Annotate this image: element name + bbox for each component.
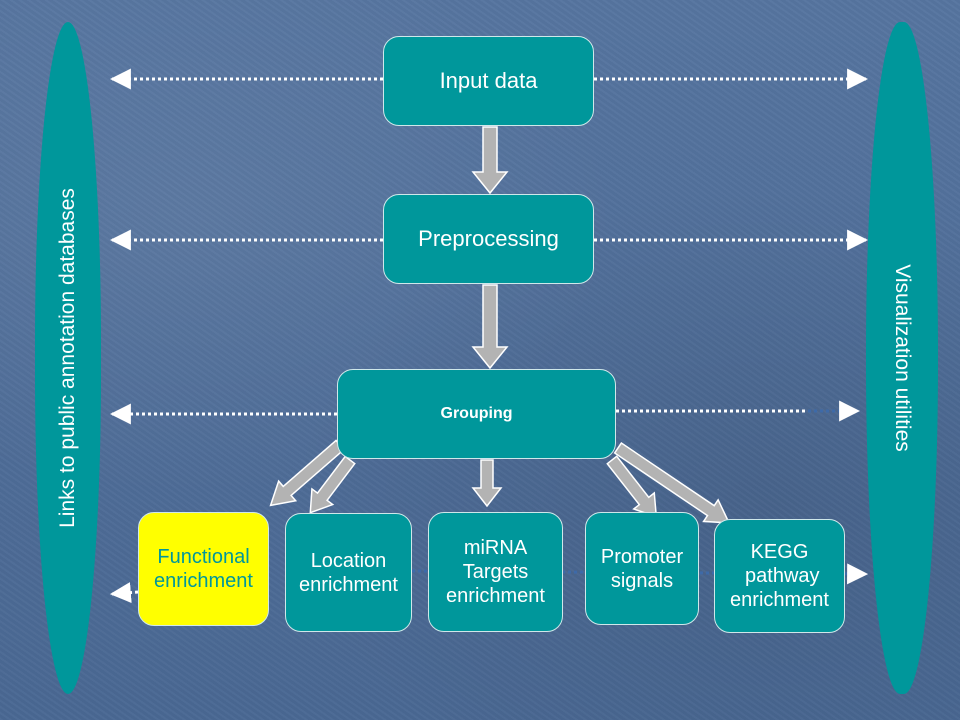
visualization-utilities-label: Visualization utilities bbox=[891, 264, 915, 452]
functional-line-2: enrichment bbox=[154, 570, 253, 592]
functional-enrichment-node: Functional enrichment bbox=[138, 512, 269, 626]
preprocessing-node: Preprocessing bbox=[383, 194, 594, 284]
location-line-1: Location bbox=[310, 549, 387, 572]
arrow-input-to-pre bbox=[471, 126, 509, 195]
promoter-signals-node: Promoter signals bbox=[585, 512, 699, 625]
mirna-targets-enrichment-node: miRNA Targets enrichment bbox=[428, 512, 563, 632]
arrow-group-to-mirna bbox=[471, 459, 503, 508]
mirna-line-2: Targets bbox=[462, 561, 529, 583]
promoter-line-2: signals bbox=[610, 569, 674, 592]
location-line-2: enrichment bbox=[299, 573, 398, 596]
kegg-line-1: KEGG bbox=[750, 541, 809, 563]
mirna-line-3: enrichment bbox=[446, 585, 545, 607]
annotation-databases-label: Links to public annotation databases bbox=[56, 188, 79, 528]
promoter-line-1: Promoter bbox=[600, 545, 684, 568]
grouping-label: Grouping bbox=[440, 405, 513, 422]
arrow-pre-to-group bbox=[471, 284, 509, 370]
preprocessing-label: Preprocessing bbox=[418, 226, 559, 251]
location-enrichment-node: Location enrichment bbox=[285, 513, 412, 632]
kegg-line-2: pathway bbox=[739, 565, 820, 587]
functional-line-1: Functional bbox=[157, 546, 250, 568]
visualization-utilities-bar: Visualization utilities bbox=[866, 22, 938, 694]
arrow-group-to-location bbox=[309, 455, 356, 514]
annotation-databases-bar: Links to public annotation databases bbox=[35, 22, 101, 694]
arrow-group-to-kegg bbox=[613, 441, 731, 524]
arrow-group-to-functional bbox=[269, 439, 345, 507]
dotted-link-leaves-left bbox=[109, 582, 139, 604]
kegg-line-3: enrichment bbox=[730, 589, 829, 611]
input-data-node: Input data bbox=[383, 36, 594, 126]
input-data-label: Input data bbox=[439, 68, 538, 93]
kegg-pathway-enrichment-node: KEGG pathway enrichment bbox=[714, 519, 845, 633]
grouping-node: Grouping bbox=[337, 369, 616, 459]
mirna-line-1: miRNA bbox=[463, 537, 528, 559]
